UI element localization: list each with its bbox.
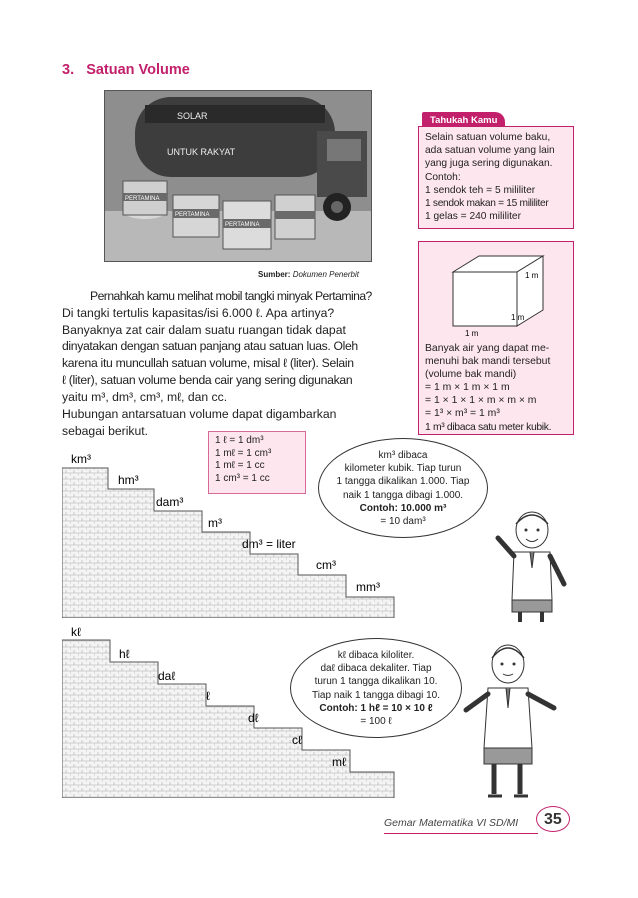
- unit-ml: mℓ: [332, 755, 346, 769]
- unit-dal: daℓ: [158, 669, 175, 683]
- unit-l: ℓ: [206, 689, 210, 703]
- relation-paragraph: Hubungan antarsatuan volume dapat digamb…: [62, 406, 398, 440]
- cube-line: = 1³ × m³ = 1 m³: [425, 408, 500, 420]
- cube-line: 1 m³ dibaca satu meter kubik.: [425, 421, 552, 433]
- footer-rule: [384, 833, 538, 834]
- cube-line: menuhi bak mandi tersebut: [425, 356, 551, 368]
- tk-line: Contoh:: [425, 171, 461, 183]
- conversion-line: 1 mℓ = 1 cm³: [215, 447, 272, 459]
- bubble-line: Contoh: 10.000 m³: [359, 502, 447, 514]
- tk-line: 1 sendok makan = 15 mililiter: [425, 198, 549, 210]
- unit-kl: kℓ: [71, 625, 81, 639]
- bubble-line: 1 tangga dikalikan 1.000. Tiap: [336, 476, 470, 488]
- page-number: 35: [544, 811, 562, 828]
- footer-book-title: Gemar Matematika VI SD/MI: [384, 817, 519, 829]
- truck-text-5: UNTUK RAKYAT: [167, 147, 236, 157]
- cube-edge-label-depth: 1 m: [511, 313, 525, 322]
- unit-dl: dℓ: [248, 711, 259, 725]
- conversion-line: 1 mℓ = 1 cc: [215, 460, 265, 472]
- cube-line: (volume bak mandi): [425, 369, 517, 381]
- photo-caption: Sumber: Dokumen Penerbit: [258, 270, 359, 279]
- unit-dm3: dm³ = liter: [242, 537, 296, 551]
- tk-line: 1 gelas = 240 mililiter: [425, 211, 521, 223]
- para-line: sebagai berikut.: [62, 423, 149, 438]
- speech-bubble-cubic: km³ dibaca kilometer kubik. Tiap turun 1…: [318, 438, 488, 538]
- tahukah-kamu-tab: Tahukah Kamu: [422, 112, 506, 129]
- para-line: Di tangki tertulis kapasitas/isi 6.000 ℓ…: [62, 305, 335, 320]
- truck-text-4: PERTAMINA: [225, 222, 259, 228]
- para-line: ℓ (liter), satuan volume benda cair yang…: [62, 372, 353, 387]
- cube-edge-label-width: 1 m: [465, 329, 479, 338]
- bubble-line: turun 1 tangga dikalikan 10.: [314, 676, 438, 688]
- cube-drawing: 1 m 1 m 1 m: [451, 255, 545, 338]
- bubble-line: = 10 dam³: [380, 516, 426, 528]
- cube-line: = 1 × 1 × 1 × m × m × m: [425, 395, 537, 407]
- para-line: Banyaknya zat cair dalam suatu ruangan t…: [62, 322, 346, 337]
- tanker-truck-photo: SOLAR UNTUK RAKYAT PERTAMINA PERTAMINA P…: [104, 90, 372, 262]
- truck-text-3: PERTAMINA: [175, 212, 209, 218]
- cube-line: = 1 m × 1 m × 1 m: [425, 382, 510, 394]
- tk-line: yang juga sering digunakan.: [425, 158, 553, 170]
- cubic-unit-staircase: km³ hm³ dam³ m³ dm³ = liter cm³ mm³: [62, 452, 395, 618]
- unit-hl: hℓ: [119, 647, 130, 661]
- conversion-box: 1 ℓ = 1 dm³ 1 mℓ = 1 cm³ 1 mℓ = 1 cc 1 c…: [208, 431, 306, 494]
- bubble-line: daℓ dibaca dekaliter. Tiap: [320, 663, 432, 675]
- unit-mm3: mm³: [356, 580, 380, 594]
- speech-bubble-liter: kℓ dibaca kiloliter. daℓ dibaca dekalite…: [290, 638, 462, 738]
- para-line: yaitu m³, dm³, cm³, mℓ, dan cc.: [62, 389, 228, 404]
- bubble-line: kℓ dibaca kiloliter.: [337, 650, 415, 661]
- page-number-ring: [536, 806, 570, 832]
- intro-paragraph: Pernahkah kamu melihat mobil tangki miny…: [62, 288, 398, 406]
- cube-volume-box: 1 m 1 m 1 m Banyak air yang dapat me- me…: [418, 241, 574, 435]
- unit-cl: cℓ: [292, 733, 302, 747]
- para-line: Pernahkah kamu melihat mobil tangki miny…: [90, 289, 372, 303]
- cube-edge-label-height: 1 m: [525, 271, 539, 280]
- bubble-line: Tiap naik 1 tangga dibagi 10.: [311, 689, 441, 701]
- bubble-line: kilometer kubik. Tiap turun: [344, 463, 462, 475]
- liter-unit-staircase: kℓ hℓ daℓ ℓ dℓ cℓ mℓ: [62, 625, 395, 798]
- section-title: 3. Satuan Volume: [62, 62, 190, 78]
- section-number: 3.: [62, 62, 75, 78]
- tk-line: Selain satuan volume baku,: [425, 132, 551, 143]
- conversion-line: 1 ℓ = 1 dm³: [215, 435, 264, 446]
- boy-pointing-illustration: [495, 511, 567, 622]
- bubble-line: naik 1 tangga dibagi 1.000.: [342, 489, 464, 501]
- boy-explaining-illustration: [463, 644, 557, 798]
- unit-cm3: cm³: [316, 558, 336, 572]
- unit-m3: m³: [208, 516, 222, 530]
- para-line: dinyatakan dengan satuan panjang atau sa…: [62, 339, 358, 354]
- unit-dam3: dam³: [156, 495, 183, 509]
- caption-source: Dokumen Penerbit: [292, 270, 359, 279]
- unit-km3: km³: [71, 452, 91, 466]
- bubble-line: Contoh: 1 hℓ = 10 × 10 ℓ: [319, 702, 433, 714]
- cube-line: Banyak air yang dapat me-: [425, 343, 550, 354]
- bubble-line: = 100 ℓ: [360, 716, 392, 728]
- bubble-line: km³ dibaca: [378, 450, 428, 461]
- caption-label: Sumber:: [258, 270, 291, 279]
- section-title-text: Satuan Volume: [86, 62, 190, 78]
- truck-text-1: SOLAR: [177, 111, 208, 121]
- tk-line: 1 sendok teh = 5 mililiter: [425, 184, 536, 196]
- para-line: Hubungan antarsatuan volume dapat digamb…: [62, 407, 337, 421]
- truck-text-2: PERTAMINA: [125, 196, 159, 202]
- unit-hm3: hm³: [118, 473, 139, 487]
- tk-line: ada satuan volume yang lain: [425, 145, 555, 157]
- tahukah-kamu-box: Selain satuan volume baku, ada satuan vo…: [418, 126, 574, 229]
- cube-explanation: Banyak air yang dapat me- menuhi bak man…: [425, 342, 569, 434]
- conversion-line: 1 cm³ = 1 cc: [215, 472, 270, 484]
- para-line: karena itu muncullah satuan volume, misa…: [62, 356, 354, 371]
